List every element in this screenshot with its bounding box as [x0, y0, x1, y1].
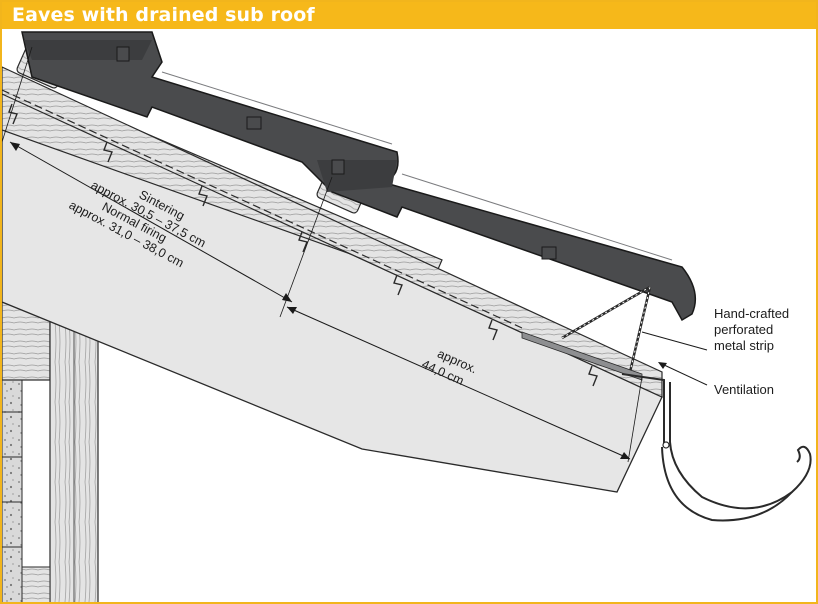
- perforated-metal-strip: [521, 285, 652, 381]
- ventilation-label: Ventilation: [714, 382, 774, 397]
- roof-tiles: [21, 31, 697, 322]
- ventilation-leader: [661, 363, 708, 386]
- dimension-lines: [2, 46, 643, 463]
- eaves-drawing: Sintering approx. 30,5 – 37,5 cm Normal …: [2, 31, 812, 602]
- sub-roof-boarding: [2, 66, 663, 398]
- bottom-block: [21, 566, 51, 602]
- strip-leader: [641, 331, 708, 351]
- strip-label-line1: Hand-crafted: [714, 306, 789, 321]
- title-bar: Eaves with drained sub roof: [2, 2, 816, 29]
- strip-label-line2: perforated: [714, 322, 773, 337]
- gutter: [621, 373, 812, 522]
- diagram-title: Eaves with drained sub roof: [12, 4, 315, 26]
- ventilation-arrowhead: [658, 362, 667, 369]
- strip-label-line3: metal strip: [714, 338, 774, 353]
- masonry-wall: [2, 379, 23, 602]
